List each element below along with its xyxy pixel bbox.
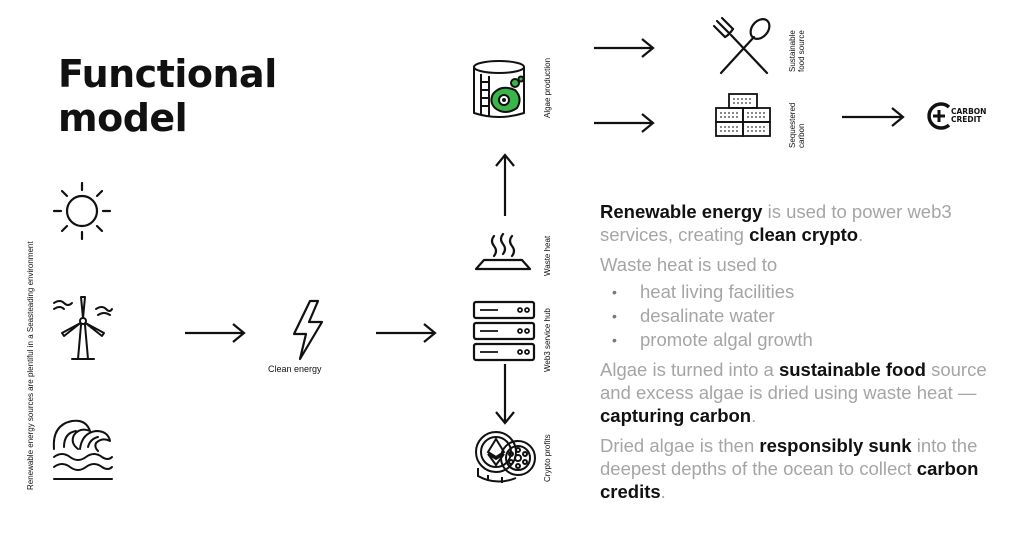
text-span: . [858, 224, 864, 245]
arrow-to-web3-hub [374, 322, 438, 344]
arrow-to-algae-production [494, 153, 516, 218]
paragraph-dried-algae: Dried algae is then responsibly sunk int… [600, 434, 1000, 503]
paragraph-algae: Algae is turned into a sustainable food … [600, 358, 1000, 427]
carbon-credit-line2: CREDIT [951, 115, 982, 124]
sequestered-carbon-label: Sequestered carbon [788, 103, 806, 148]
sun-icon [52, 180, 112, 242]
crypto-profits-label: Crypto profits [543, 434, 552, 482]
bold-capturing-carbon: capturing carbon [600, 405, 752, 426]
renewable-sources-label: Renewable energy sources are plentiful i… [26, 241, 35, 490]
paragraph-waste-heat: Waste heat is used to [600, 254, 778, 275]
bold-sustainable-food: sustainable food [778, 359, 926, 380]
bricks-icon [715, 92, 771, 138]
text-span: . [660, 481, 666, 502]
arrow-to-carbon-credit [840, 106, 906, 128]
lightning-icon [288, 298, 328, 362]
server-icon [472, 300, 536, 364]
page-title: Functional model [58, 52, 277, 140]
text-span: . [751, 405, 757, 426]
list-item: heat living facilities [600, 280, 1000, 304]
arrow-to-food-source [592, 37, 656, 59]
bold-carbon-credits: carbon credits [600, 458, 979, 502]
waste-heat-uses-list: heat living facilities desalinate water … [600, 280, 1000, 352]
algae-production-label: Algae production [543, 57, 552, 118]
bold-renewable-energy: Renewable energy [600, 201, 763, 222]
sequestered-line1: Sequestered [788, 102, 797, 148]
sequestered-line2: carbon [797, 123, 806, 148]
arrow-to-sequestered-carbon [592, 112, 656, 134]
paragraph-renewable: Renewable energy is used to power web3 s… [600, 200, 1000, 246]
waste-heat-icon [472, 232, 534, 272]
arrow-to-clean-energy [183, 322, 247, 344]
wind-turbine-icon [52, 293, 114, 363]
food-source-line1: Sustainable [788, 30, 797, 72]
clean-energy-label: Clean energy [268, 364, 322, 374]
list-item: promote algal growth [600, 328, 1000, 352]
bold-clean-crypto: clean crypto [749, 224, 859, 245]
sustainable-food-label: Sustainable food source [788, 30, 806, 72]
waste-heat-label: Waste heat [543, 235, 552, 276]
bold-responsibly-sunk: responsibly sunk [759, 435, 912, 456]
carbon-credit-icon: CARBON CREDIT [924, 100, 994, 134]
list-item: desalinate water [600, 304, 1000, 328]
food-source-line2: food source [797, 30, 806, 72]
crypto-coins-icon [472, 424, 538, 486]
text-span: Algae is turned into a [600, 359, 779, 380]
fork-spoon-icon [712, 16, 775, 79]
text-span: Dried algae is then [600, 435, 760, 456]
waves-icon [50, 413, 114, 483]
description-text: Renewable energy is used to power web3 s… [600, 200, 1000, 510]
carbon-credit-line1: CARBON [951, 107, 987, 116]
algae-tank-icon [471, 58, 537, 122]
arrow-to-crypto-profits [494, 362, 516, 426]
web3-hub-label: Web3 service hub [543, 308, 552, 372]
text-span: is used to power web3 services, creating [600, 201, 952, 245]
text-span: source and excess algae is dried using w… [600, 359, 987, 403]
text-span: into the deepest depths of the ocean to … [600, 435, 978, 479]
